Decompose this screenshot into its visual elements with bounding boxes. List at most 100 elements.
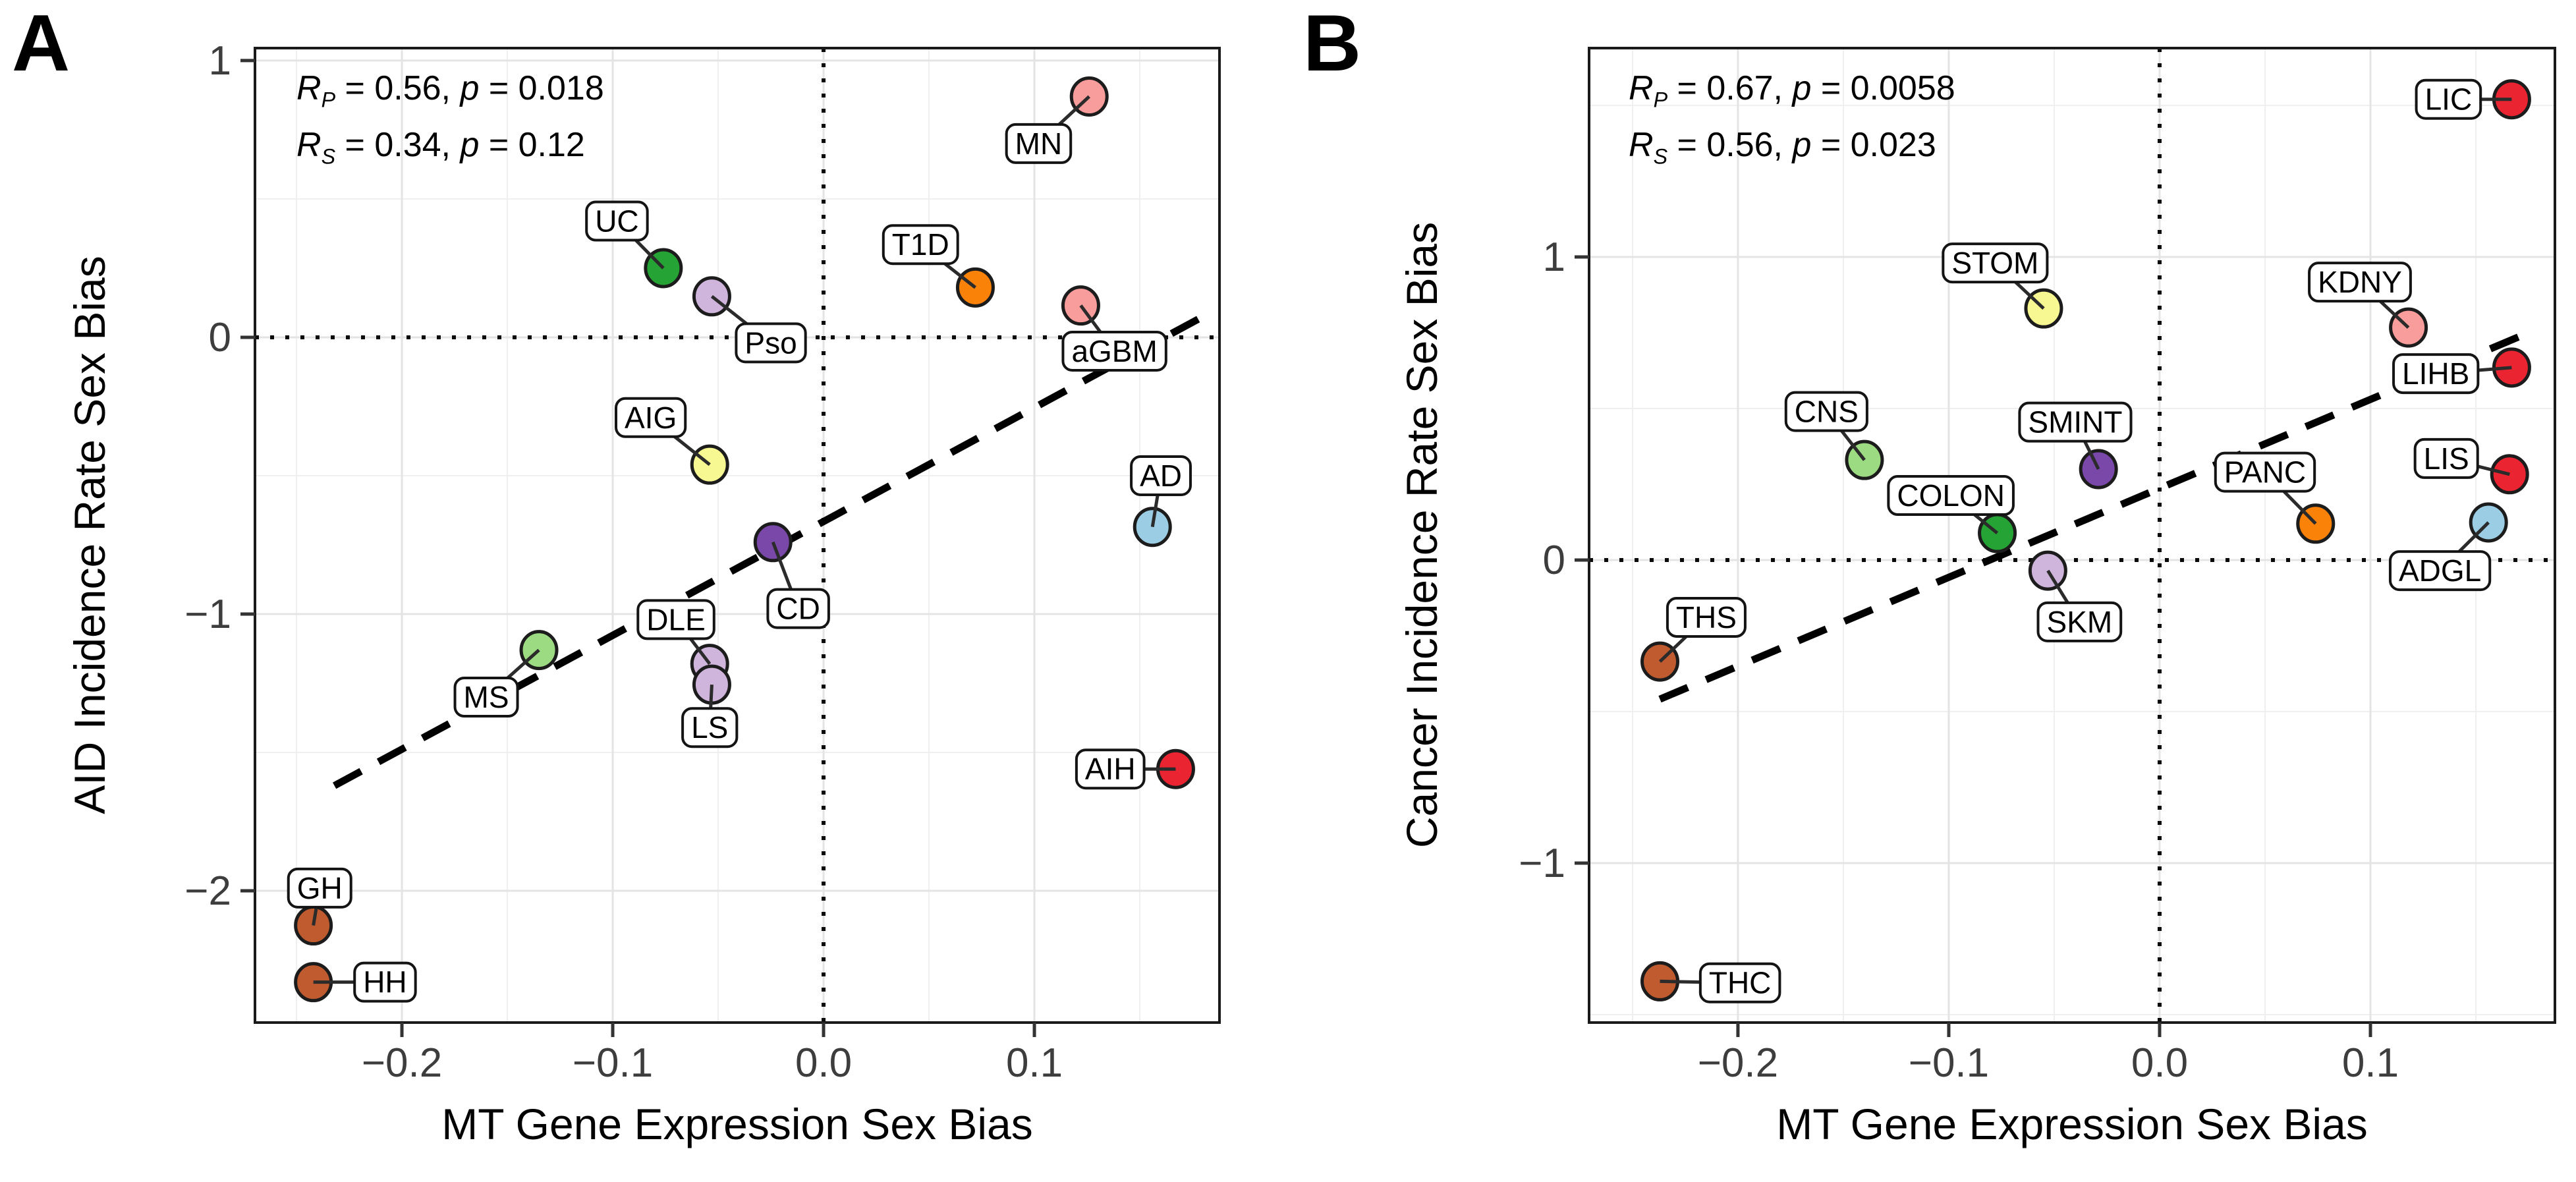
point-label-box-ADGL (2388, 550, 2492, 592)
x-tick-label: −0.2 (1698, 1040, 1778, 1086)
stats-segment: S (1653, 144, 1668, 168)
point-label-text-LIS: LIS (2424, 441, 2469, 476)
point-label-box-AD (1130, 455, 1192, 496)
y-tick-label: −2 (184, 868, 231, 914)
x-tick-label: 0.0 (2131, 1040, 2188, 1086)
point-label-box-AIG (615, 397, 687, 438)
trend-line (1658, 329, 2531, 703)
point-label-box-COLON (1887, 475, 2015, 517)
panel-b-letter: B (1303, 0, 1362, 88)
y-tick-label: 0 (209, 315, 231, 360)
stats-segment: R (1629, 69, 1654, 107)
point-label-box-KDNY (2308, 262, 2412, 303)
point-label-box-SMINT (2018, 401, 2133, 443)
point-label-text-COLON: COLON (1897, 478, 2005, 513)
point-label-box-CD (766, 588, 830, 629)
stats-segment: P (1653, 88, 1668, 112)
point-label-box-THC (1698, 962, 1781, 1003)
point-label-box-LIC (2415, 78, 2482, 120)
stats-segment: P (321, 88, 336, 112)
y-tick-label: 1 (1543, 235, 1565, 280)
point-label-text-MS: MS (464, 680, 509, 714)
point-label-box-LIHB (2392, 353, 2480, 395)
point-label-box-AIH (1075, 748, 1146, 790)
point-label-box-SKM (2036, 601, 2123, 642)
stats-segment: R (296, 125, 322, 164)
point-label-text-HH: HH (363, 965, 406, 999)
stats-segment: = 0.12 (479, 125, 585, 164)
point-label-text-UC: UC (595, 204, 638, 239)
point-label-text-SKM: SKM (2047, 605, 2113, 639)
panel-a-letter: A (12, 0, 70, 88)
stats-segment: = 0.56, (1667, 125, 1793, 164)
point-label-text-AD: AD (1140, 459, 1182, 493)
x-tick-label: 0.1 (1006, 1040, 1063, 1086)
stats-segment: R (1629, 125, 1654, 164)
stats-segment: = 0.67, (1667, 69, 1793, 107)
point-label-box-Pso (735, 322, 807, 364)
point-label-box-DLE (636, 599, 715, 640)
point-label-text-SMINT: SMINT (2028, 405, 2122, 439)
stats-segment: p (1792, 69, 1812, 107)
y-tick-label: −1 (184, 592, 231, 637)
point-label-text-LIC: LIC (2425, 82, 2473, 117)
point-label-box-T1D (882, 224, 959, 266)
point-label-box-HH (353, 961, 417, 1003)
stats-line: RP = 0.56, p = 0.018 (296, 61, 604, 117)
x-tick-label: 0.0 (795, 1040, 852, 1086)
stats-segment: = 0.0058 (1811, 69, 1955, 107)
y-tick-label: 1 (209, 38, 231, 84)
stats-segment: = 0.023 (1811, 125, 1936, 164)
point-label-text-ADGL: ADGL (2399, 553, 2481, 588)
point-label-text-Pso: Pso (744, 325, 797, 360)
point-label-box-PANC (2214, 451, 2316, 493)
x-tick-label: 0.1 (2342, 1040, 2399, 1086)
panel-a-y-axis-title: AID Incidence Rate Sex Bias (65, 256, 114, 814)
y-tick-label: −1 (1519, 841, 1565, 886)
stats-segment: = 0.018 (479, 69, 604, 107)
point-label-text-MN: MN (1015, 127, 1063, 161)
point-label-box-MS (453, 677, 519, 718)
point-label-text-CD: CD (776, 592, 820, 626)
stats-segment: = 0.34, (335, 125, 461, 164)
point-label-box-CNS (1784, 391, 1868, 432)
point-label-box-STOM (1942, 242, 2049, 284)
stats-line: RS = 0.56, p = 0.023 (1629, 117, 1955, 174)
point-label-text-DLE: DLE (646, 602, 705, 636)
stats-segment: p (1792, 125, 1812, 164)
x-tick-label: −0.1 (1909, 1040, 1989, 1086)
panel-a-x-axis-title: MT Gene Expression Sex Bias (441, 1100, 1033, 1148)
x-tick-label: −0.2 (362, 1040, 442, 1086)
point-label-text-aGBM: aGBM (1071, 334, 1157, 368)
stats-segment: p (460, 69, 480, 107)
stats-segment: R (296, 69, 322, 107)
stats-segment: p (460, 125, 480, 164)
stats-segment: S (321, 144, 336, 168)
plot-border (254, 47, 1221, 1024)
point-label-box-LIS (2413, 437, 2479, 479)
point-label-text-AIG: AIG (625, 401, 677, 435)
point-label-box-THS (1666, 596, 1747, 638)
point-label-box-aGBM (1061, 330, 1167, 372)
y-tick-label: 0 (1543, 538, 1565, 583)
point-label-text-GH: GH (297, 871, 343, 905)
point-label-text-KDNY: KDNY (2318, 265, 2402, 299)
point-label-text-THS: THS (1676, 600, 1737, 634)
point-label-box-MN (1005, 123, 1073, 164)
point-label-text-LS: LS (691, 710, 728, 745)
panel-b-x-axis-title: MT Gene Expression Sex Bias (1776, 1100, 2368, 1148)
stats-line: RP = 0.67, p = 0.0058 (1629, 61, 1955, 117)
point-label-text-T1D: T1D (892, 227, 949, 262)
point-label-box-GH (287, 867, 352, 909)
plot-border (1588, 47, 2556, 1024)
point-label-text-CNS: CNS (1795, 395, 1859, 429)
point-label-text-THC: THC (1709, 966, 1772, 1000)
panel-a: MNUCPsoT1DaGBMAIGCDADMSDLELSAIHGHHH−0.2−… (184, 38, 1221, 1086)
stats-segment: = 0.56, (335, 69, 461, 107)
point-label-box-LS (681, 707, 739, 748)
